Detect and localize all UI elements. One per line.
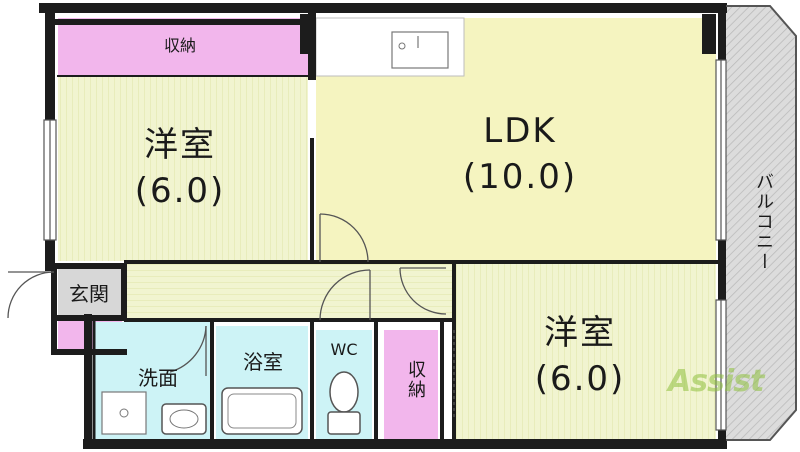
sink-drain — [398, 42, 406, 50]
washer-space — [101, 391, 147, 435]
hallway-fill — [126, 264, 454, 320]
western-left-size: (6.0) — [134, 171, 226, 211]
closet-small-fill — [384, 330, 438, 440]
bathroom-label: 浴室 — [243, 350, 283, 374]
ldk-size: (10.0) — [462, 157, 578, 197]
western-right-size: (6.0) — [534, 359, 626, 399]
balcony-label: バルコニー — [753, 172, 774, 272]
windows — [43, 59, 727, 431]
washbasin — [161, 403, 207, 435]
washer-drain — [119, 408, 129, 418]
wc-label: WC — [330, 340, 358, 359]
walls — [39, 3, 727, 449]
western-right-name: 洋室 — [544, 313, 616, 353]
toilet-tank — [329, 371, 359, 413]
closet-top-label: 収納 — [163, 36, 196, 55]
washroom-label: 洗面 — [138, 366, 178, 390]
balcony-fill — [722, 6, 796, 440]
closet-top-fill — [58, 18, 308, 76]
washbasin-bowl — [169, 409, 199, 429]
assist-watermark: Assist — [668, 364, 764, 399]
bathtub-inner — [227, 393, 297, 429]
balcony-outline — [726, 5, 797, 441]
western-right-fill — [454, 264, 716, 440]
toilet-base — [327, 411, 361, 435]
western-left-name: 洋室 — [144, 125, 216, 165]
western-left-fill — [58, 76, 308, 261]
bathtub — [221, 387, 303, 435]
ldk-name: LDK — [483, 111, 557, 151]
closet-small-label: 収納 — [405, 360, 426, 400]
entrance-label: 玄関 — [69, 282, 109, 306]
sink — [391, 31, 449, 69]
entrance-fill — [58, 266, 122, 318]
doors — [7, 213, 455, 420]
